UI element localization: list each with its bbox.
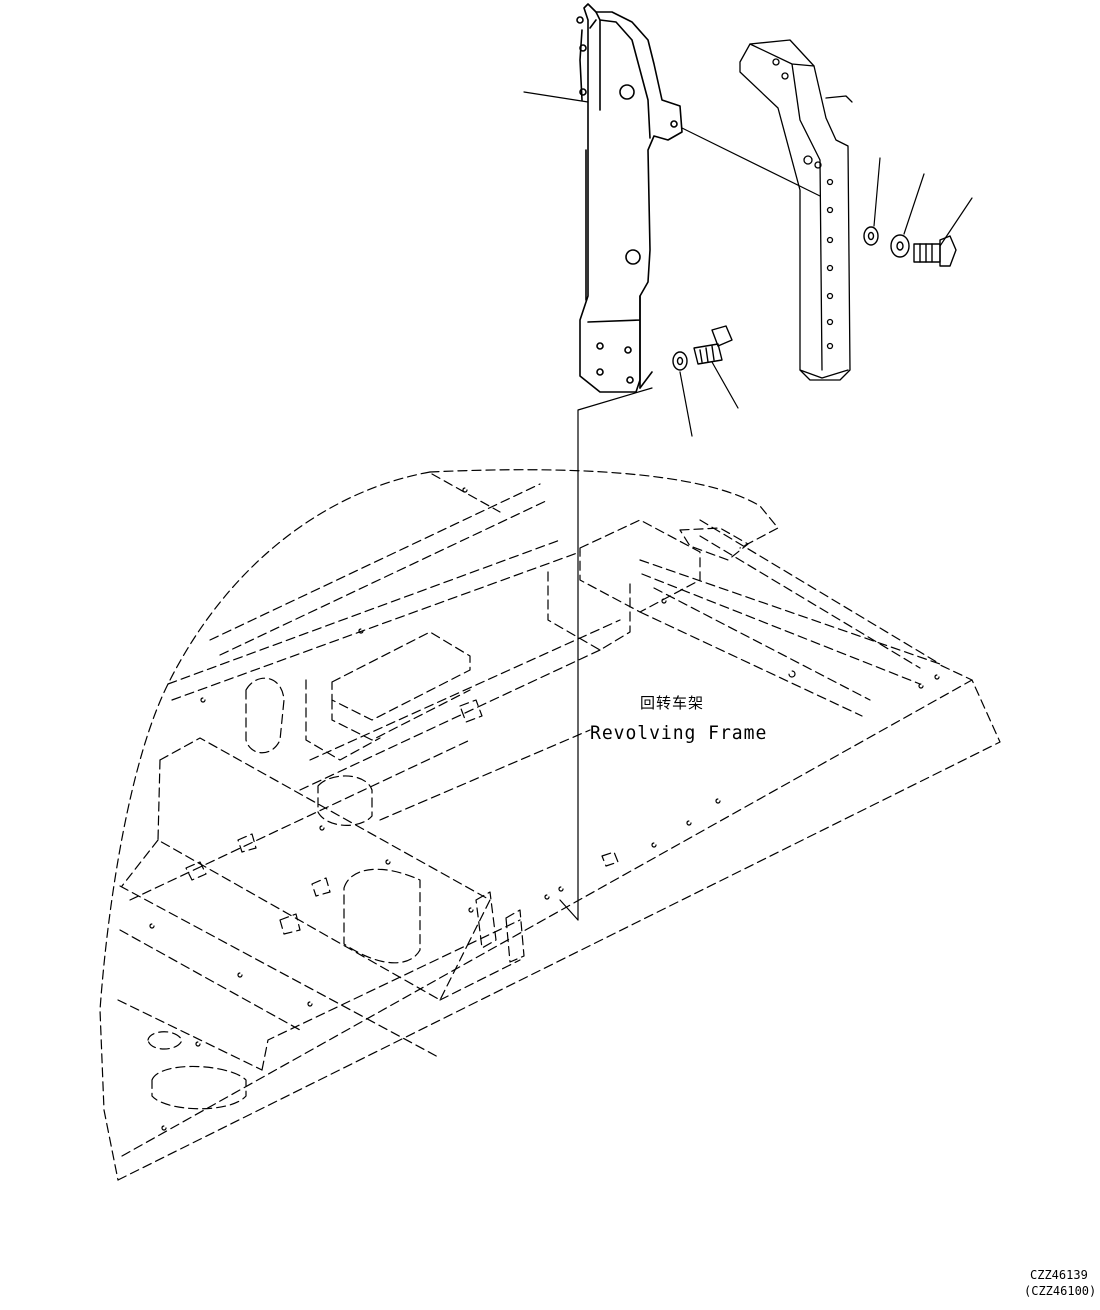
- handrail-column: [739, 39, 853, 381]
- washer-upper-2: [890, 234, 910, 258]
- bolt-upper: [913, 235, 957, 267]
- leader-lines: [523, 91, 973, 921]
- frame-label-chinese: 回转车架: [640, 694, 705, 712]
- washer-lower: [672, 351, 688, 371]
- revolving-frame: [99, 469, 1001, 1181]
- drawing-code-reference: (CZZ46100): [1024, 1284, 1097, 1298]
- drawing-code: CZZ46139: [1030, 1268, 1088, 1282]
- washer-upper-1: [863, 226, 879, 246]
- support-bracket: [576, 3, 683, 393]
- bolt-lower: [693, 325, 733, 365]
- frame-label-english: Revolving Frame: [590, 722, 768, 744]
